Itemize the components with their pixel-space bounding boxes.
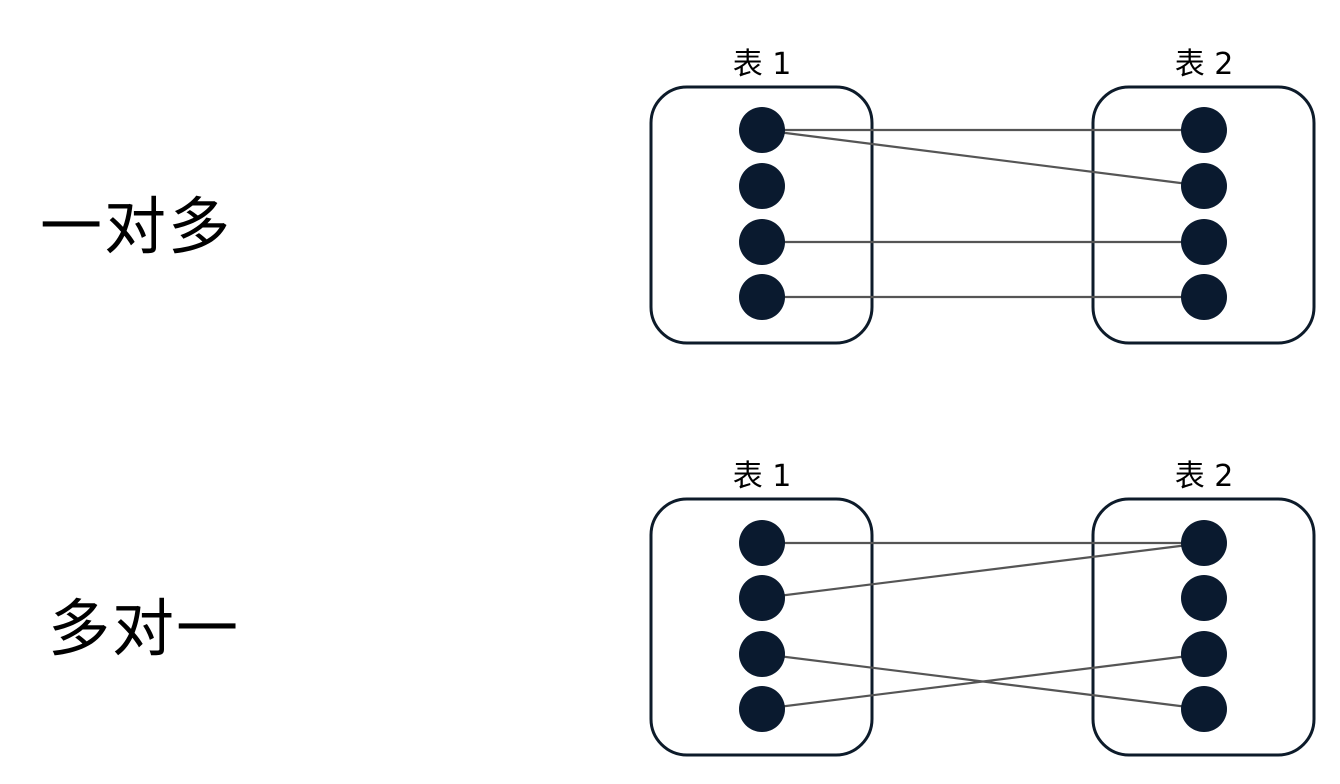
many-to-one-label: 多对一 xyxy=(48,592,241,665)
table-1-record-dot xyxy=(739,107,785,153)
many-to-one-diagram: 表 1 表 2 xyxy=(649,459,1316,757)
table-2-record-dot xyxy=(1181,575,1227,621)
table-1-record-dot xyxy=(739,520,785,566)
connection-lines xyxy=(761,541,1205,711)
table-2-box xyxy=(1091,85,1316,345)
table-1-caption: 表 1 xyxy=(733,47,792,82)
table-1-record-dot xyxy=(739,575,785,621)
one-to-many-diagram: 表 1 表 2 xyxy=(649,47,1316,345)
connection-line xyxy=(761,128,1205,188)
table-2-record-dot xyxy=(1181,219,1227,265)
table-2-record-dot xyxy=(1181,274,1227,320)
table-1-box xyxy=(649,85,874,345)
table-2-record-dot xyxy=(1181,107,1227,153)
table-2-caption: 表 2 xyxy=(1175,459,1234,494)
table-1-record-dot xyxy=(739,686,785,732)
table-1-record-dot xyxy=(739,274,785,320)
table-2-box xyxy=(1091,497,1316,757)
table-1-record-dot xyxy=(739,631,785,677)
table-1-record-dot xyxy=(739,163,785,209)
table-2-caption: 表 2 xyxy=(1175,47,1234,82)
table-2-record-dot xyxy=(1181,631,1227,677)
table-1-record-dot xyxy=(739,219,785,265)
table-1-box xyxy=(649,497,874,757)
table-2-record-dot xyxy=(1181,520,1227,566)
connection-lines xyxy=(761,128,1205,299)
table-1-caption: 表 1 xyxy=(733,459,792,494)
one-to-many-label: 一对多 xyxy=(40,190,233,263)
record-dots xyxy=(739,520,1227,732)
connection-line xyxy=(761,652,1205,711)
connection-line xyxy=(761,541,1205,600)
table-2-record-dot xyxy=(1181,686,1227,732)
record-dots xyxy=(739,107,1227,320)
table-2-record-dot xyxy=(1181,163,1227,209)
